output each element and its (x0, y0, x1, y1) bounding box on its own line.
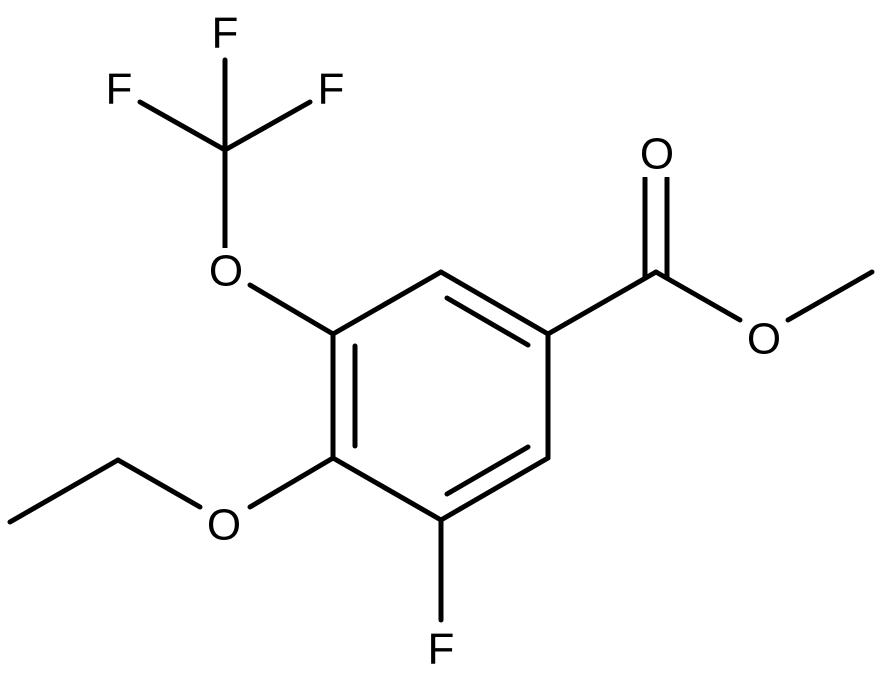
ring-bond-5 (330, 455, 444, 523)
atom-f-left: F (106, 65, 133, 114)
bond-ch2-ch3 (7, 457, 121, 525)
bond-ring-carbonyl (545, 269, 659, 337)
ring-bond-2 (438, 269, 551, 337)
ring-bond-2-inner (444, 295, 531, 348)
bonds (7, 57, 875, 623)
bond-o-ch2 (115, 457, 203, 510)
atom-labels: F F F O O O O F (101, 9, 785, 674)
ring-bond-1 (330, 269, 444, 337)
atom-f-right: F (318, 65, 345, 114)
ring-bond-4 (438, 455, 551, 523)
atom-o-ethoxy: O (207, 501, 241, 550)
atom-o-carbonyl: O (640, 130, 674, 179)
bond-ring-o-ethoxy (247, 455, 336, 510)
bond-c-f-left (137, 99, 228, 153)
bond-o-ring (247, 282, 336, 337)
bond-carbonyl-o-ester (653, 269, 743, 323)
atom-o-ether-cf3: O (209, 247, 243, 296)
bond-o-methyl (785, 269, 875, 323)
ring-bond-4-inner (444, 444, 531, 497)
bond-c-f-right (222, 99, 313, 153)
atom-f-ring: F (428, 625, 455, 674)
atom-o-ester: O (747, 315, 781, 364)
atom-f-top: F (212, 9, 239, 58)
